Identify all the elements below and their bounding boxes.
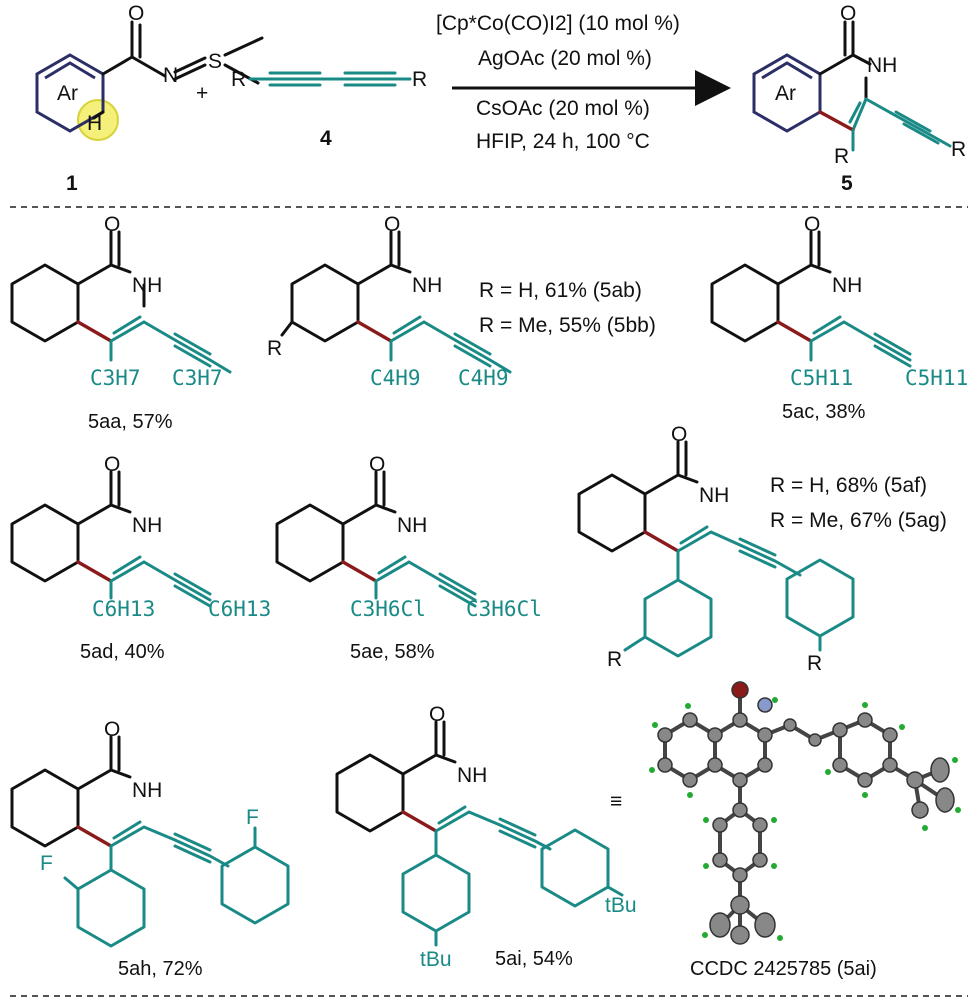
compound-label-1: 1 [66, 172, 78, 195]
yield-caption: 5ae, 58% [350, 641, 435, 663]
o-atom: O [104, 453, 120, 476]
compound-label-5: 5 [841, 172, 853, 195]
o-atom: O [128, 2, 144, 25]
r-group: R [807, 652, 822, 675]
r-note: R = H, 68% (5af) [770, 474, 927, 497]
yield-caption: 5ah, 72% [118, 958, 203, 980]
substituent: C6H13 [208, 597, 271, 621]
product-5ab: O NH R C4H9 C4H9 R = H, 61% (5ab) R = Me… [267, 213, 656, 390]
condition-agoac: AgOAc (20 mol %) [478, 47, 652, 70]
r-note: R = Me, 55% (5bb) [479, 314, 656, 337]
r-group: R [834, 145, 849, 168]
yield-caption: 5ad, 40% [80, 641, 165, 663]
o-atom: O [104, 213, 120, 236]
condition-csoac: CsOAc (20 mol %) [476, 97, 650, 120]
r-group: R [607, 648, 622, 671]
product-5: O NH Ar R R 5 [752, 2, 966, 195]
substituent: C3H6Cl [466, 597, 542, 621]
product-5ai: O NH tBu tBu 5ai, 54% [335, 703, 637, 971]
plus-sign: + [196, 82, 208, 105]
substituent: C5H11 [790, 366, 853, 390]
r-group: R [267, 337, 282, 360]
o-atom: O [104, 718, 120, 741]
yield-caption: 5ac, 38% [782, 401, 866, 423]
xray-caption: CCDC 2425785 (5ai) [690, 958, 877, 980]
product-5aa: O NH C3H7 C3H7 5aa, 57% [10, 213, 232, 433]
nh-group: NH [412, 274, 442, 297]
diyne-4: R R 4 [231, 68, 427, 150]
h-atom: H [87, 112, 102, 135]
ar-label: Ar [57, 82, 78, 105]
yield-caption: 5aa, 57% [88, 411, 173, 433]
fluorine-atom: F [40, 852, 53, 875]
r-note: R = Me, 67% (5ag) [770, 509, 947, 532]
product-5af: O NH R R R = H, 68% (5af) R = Me, 67% (5… [577, 423, 947, 675]
s-atom: S [208, 50, 222, 73]
o-atom: O [671, 423, 687, 446]
nh-group: NH [832, 274, 862, 297]
substituent: C3H6Cl [350, 597, 426, 621]
condition-solvent: HFIP, 24 h, 100 °C [476, 130, 650, 153]
nh-group: NH [132, 514, 162, 537]
substituent: C5H11 [905, 366, 968, 390]
tbu-group: tBu [420, 948, 452, 971]
o-atom: O [429, 703, 445, 726]
substituent: C3H7 [90, 366, 141, 390]
nh-group: NH [132, 274, 162, 297]
n-atom: N [163, 64, 178, 87]
r-group: R [951, 138, 966, 161]
highlight-circle [77, 99, 119, 141]
conditions: [Cp*Co(CO)I2] (10 mol %) AgOAc (20 mol %… [436, 12, 731, 153]
nh-group: NH [699, 484, 729, 507]
o-atom: O [384, 213, 400, 236]
substituent: C3H7 [172, 366, 223, 390]
condition-catalyst: [Cp*Co(CO)I2] (10 mol %) [436, 12, 680, 35]
r-group: R [231, 68, 246, 91]
tbu-group: tBu [605, 894, 637, 917]
r-group: R [412, 68, 427, 91]
fluorine-atom: F [246, 806, 259, 829]
product-5ad: O NH C6H13 C6H13 5ad, 40% [10, 453, 271, 663]
nh-group: NH [397, 514, 427, 537]
substituent: C4H9 [458, 366, 509, 390]
nh-group: NH [132, 779, 162, 802]
product-5ah: O NH F F 5ah, 72% [10, 718, 290, 980]
o-atom: O [840, 2, 856, 25]
product-5ae: O NH C3H6Cl C3H6Cl 5ae, 58% [275, 453, 542, 663]
substituent: C4H9 [370, 366, 421, 390]
ar-label: Ar [775, 82, 796, 105]
product-5ac: O NH C5H11 C5H11 5ac, 38% [710, 213, 968, 423]
compound-label-4: 4 [320, 127, 332, 150]
o-atom: O [369, 453, 385, 476]
xray-structure-image [649, 681, 961, 945]
substituent: C6H13 [92, 597, 155, 621]
substrate-1: Ar H O N S 1 [35, 2, 264, 195]
o-atom: O [804, 213, 820, 236]
r-note: R = H, 61% (5ab) [479, 279, 642, 302]
yield-caption: 5ai, 54% [495, 948, 573, 970]
equivalence-sign: ≡ [610, 790, 622, 813]
nh-group: NH [867, 54, 897, 77]
nh-group: NH [457, 764, 487, 787]
